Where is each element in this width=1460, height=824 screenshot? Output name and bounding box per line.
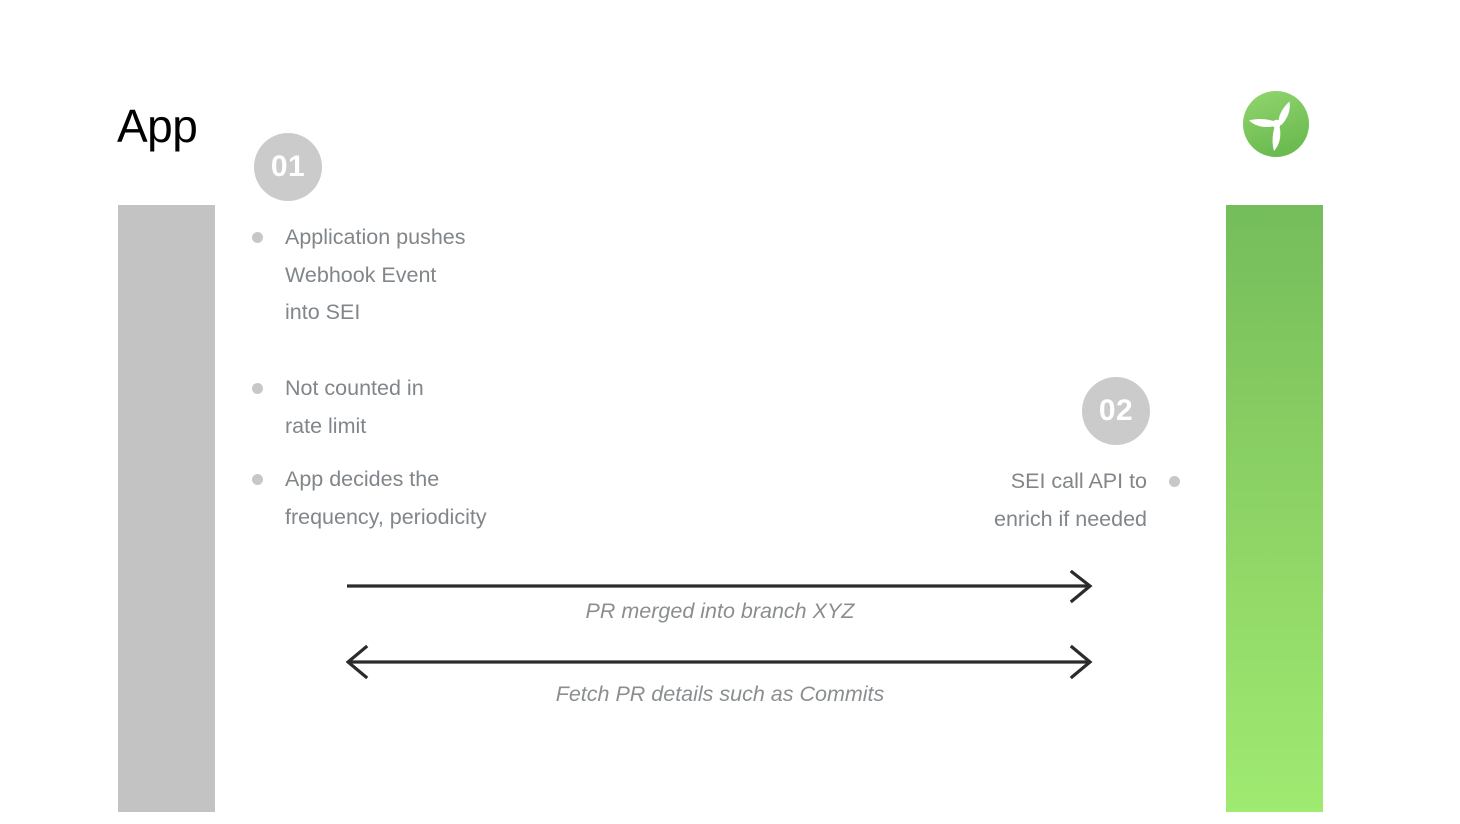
lane-bar-sei	[1226, 205, 1323, 812]
bullet-dot-icon	[252, 232, 263, 243]
list-item-label: SEI call API to enrich if needed	[994, 469, 1147, 531]
lane-bar-app	[118, 205, 215, 812]
list-item: SEI call API to enrich if needed	[800, 463, 1180, 538]
list-item: App decides the frequency, periodicity	[252, 461, 682, 536]
bullet-dot-icon	[1169, 476, 1180, 487]
pr-merged-arrow-label: PR merged into branch XYZ	[585, 599, 855, 623]
bullet-dot-icon	[252, 383, 263, 394]
bullet-dot-icon	[252, 474, 263, 485]
list-item-label: Not counted in rate limit	[285, 376, 424, 438]
fetch-pr-details-arrow-label: Fetch PR details such as Commits	[555, 682, 885, 706]
step-badge-02: 02	[1082, 377, 1150, 445]
list-item-label: App decides the frequency, periodicity	[285, 467, 487, 529]
fetch-pr-details-arrow	[346, 645, 1098, 679]
list-item-label: Application pushes Webhook Event into SE…	[285, 225, 466, 324]
list-item: Application pushes Webhook Event into SE…	[252, 219, 682, 332]
bullet-group-app-2: Not counted in rate limit App decides th…	[252, 370, 682, 536]
propeller-logo-icon	[1242, 90, 1310, 158]
pr-merged-arrow	[346, 570, 1098, 604]
list-item: Not counted in rate limit	[252, 370, 682, 445]
bullet-group-sei-1: SEI call API to enrich if needed	[800, 463, 1180, 538]
bullet-group-app-1: Application pushes Webhook Event into SE…	[252, 219, 682, 332]
step-badge-01: 01	[254, 133, 322, 201]
page-title: App	[117, 100, 198, 152]
